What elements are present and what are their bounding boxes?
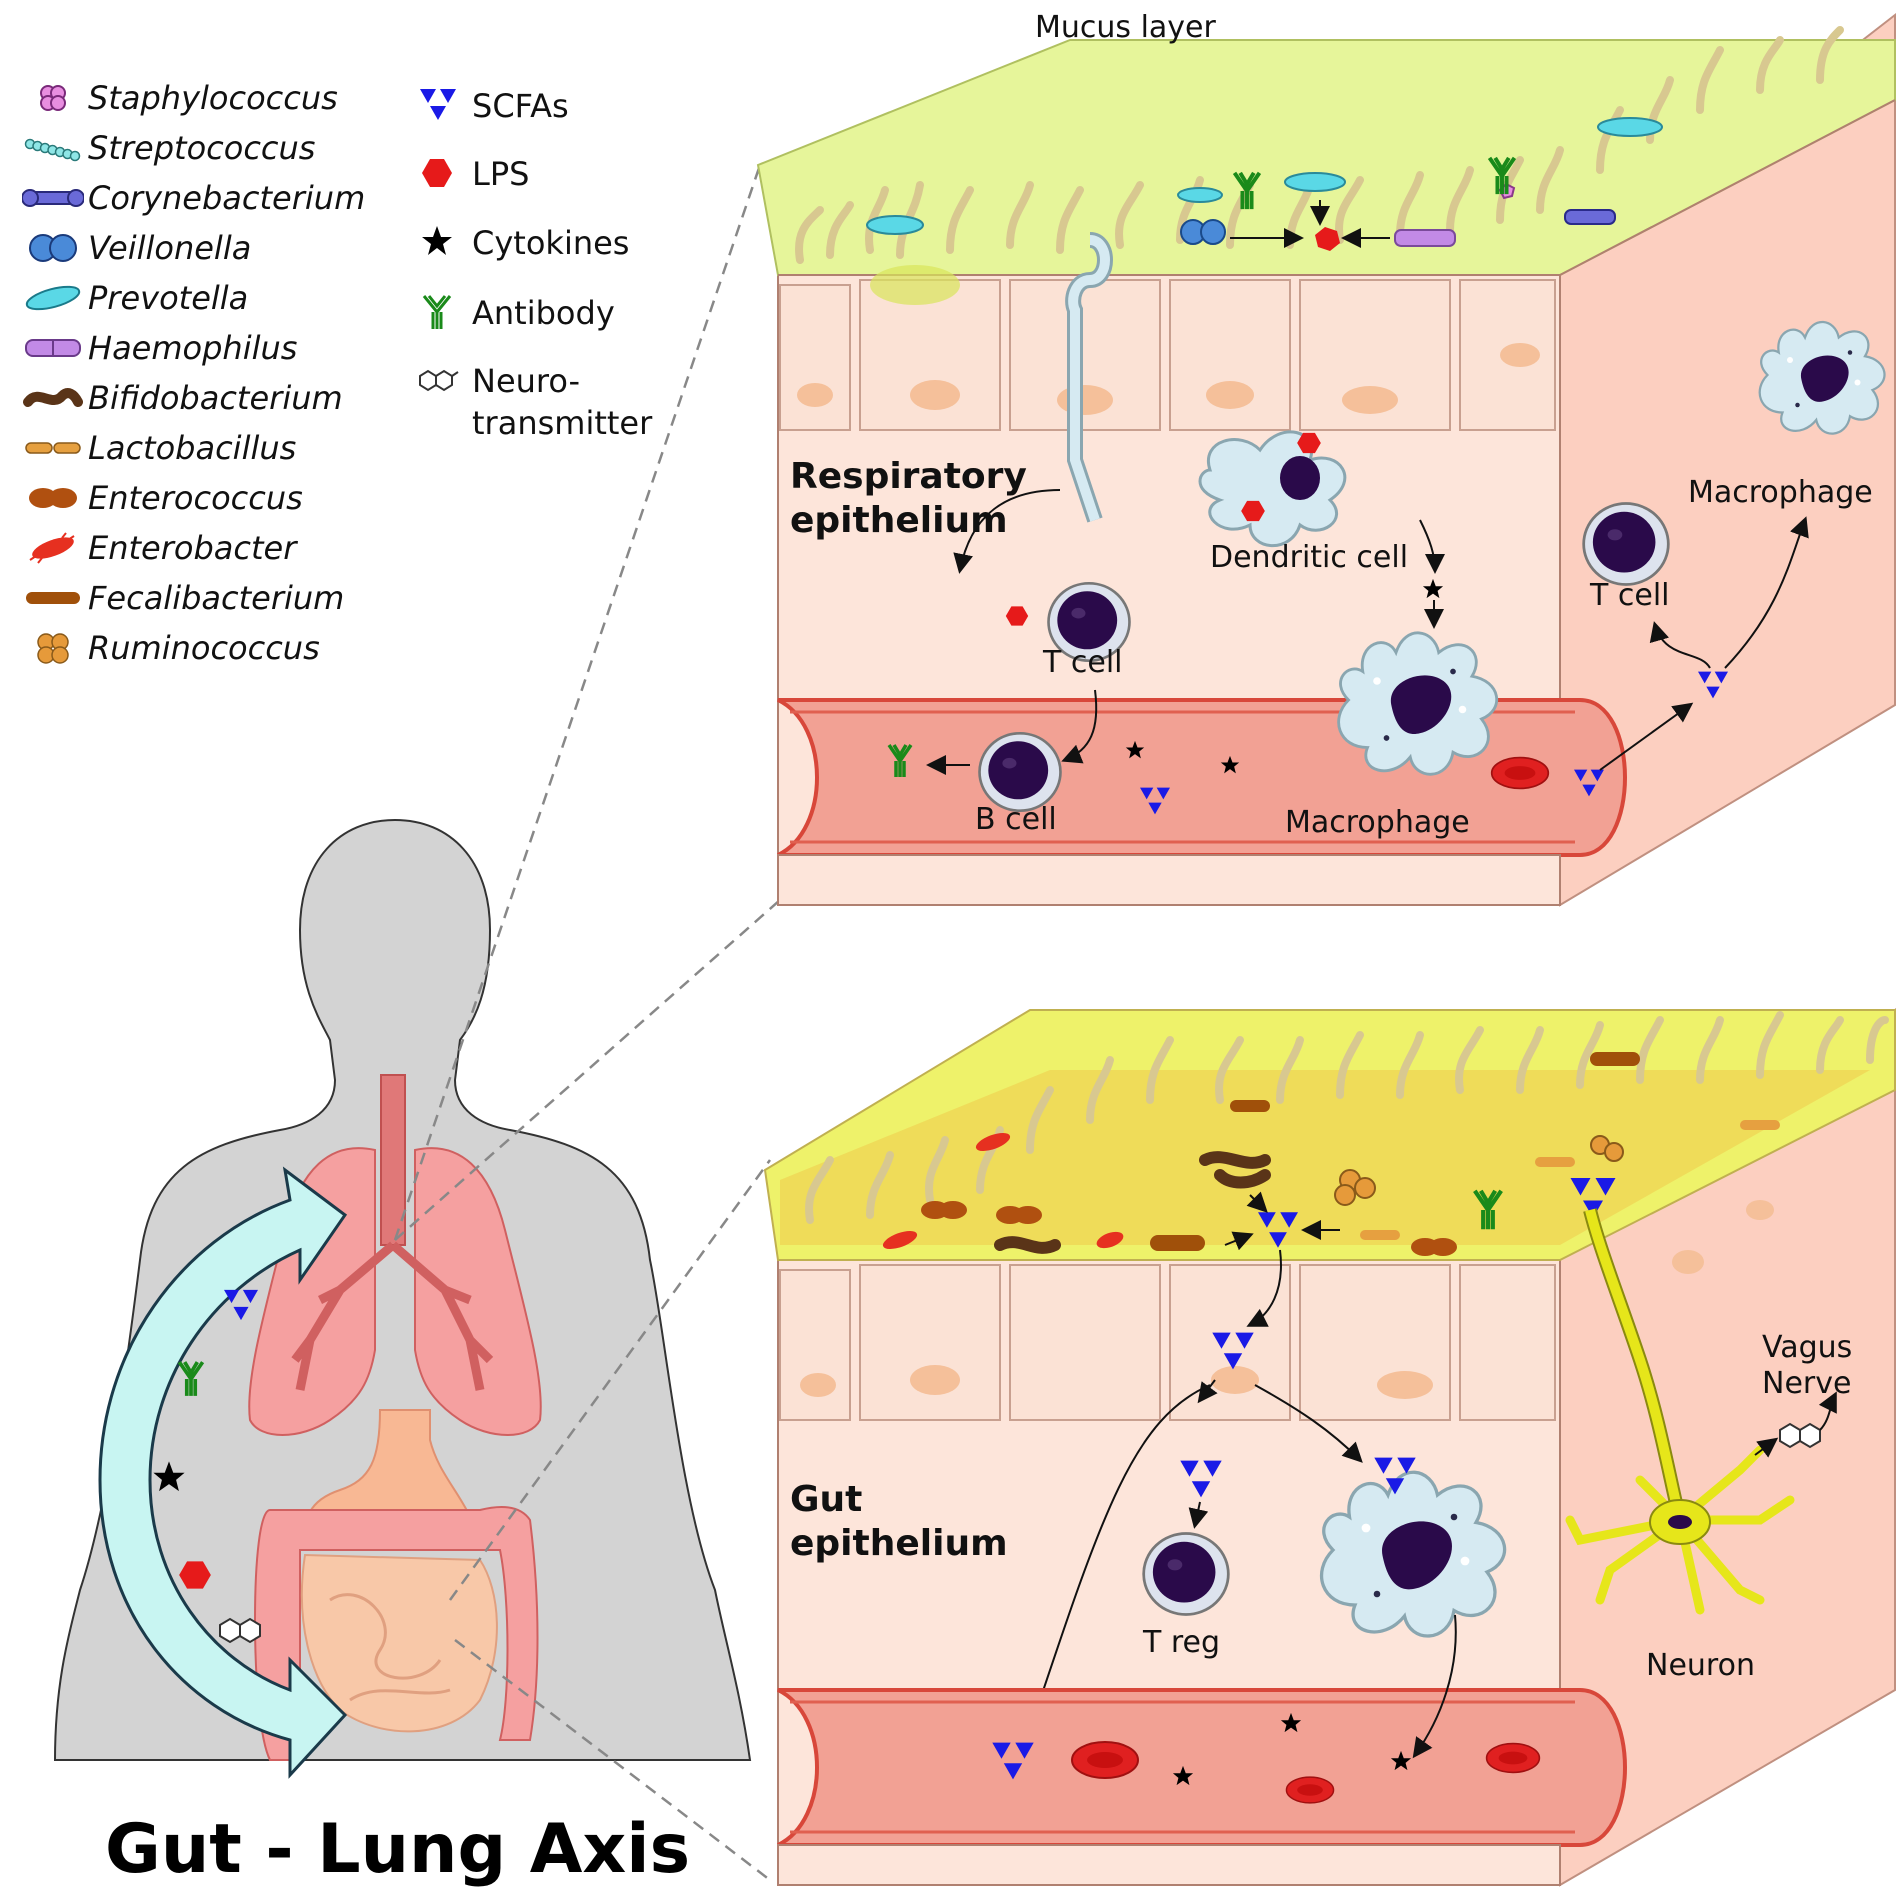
legend-label: Antibody [472,292,615,334]
figure-title: Gut - Lung Axis [105,1810,691,1889]
legend-label: Enterobacter [88,529,297,567]
neuron-shape [1565,1208,1795,1615]
legend-label-line: LPS [472,155,530,193]
legend-label-line-2: transmitter [472,404,653,442]
gut-tissue-block [763,1008,1896,1887]
legend-item-bifidobacterium: Bifidobacterium [18,378,343,418]
legend-label: Enterococcus [88,479,303,517]
human-silhouette [53,818,752,1761]
legend-item-enterobacter: Enterobacter [18,528,296,568]
legend-item-lactobacillus: Lactobacillus [18,428,296,468]
lungs [248,1074,542,1436]
enterobacter-icon [18,528,88,568]
mucus-layer-label: Mucus layer [1035,10,1216,45]
legend-item-cytokines: Cytokines [402,222,629,264]
dendritic-cell-label: Dendritic cell [1210,540,1409,575]
vagus-label-1: Vagus [1762,1330,1853,1365]
neurotransmitter-icon [402,360,472,400]
antibody-icon [402,292,472,332]
lung-tissue-block [756,12,1896,907]
streptococcus-icon [18,128,88,168]
legend-item-ruminococcus: Ruminococcus [18,628,320,668]
legend-item-streptococcus: Streptococcus [18,128,315,168]
gut-lung-curved-arrow [98,1166,348,1779]
lung-macrophage-label: Macrophage [1285,805,1470,840]
side-t-cell-label: T cell [1590,578,1670,613]
legend-label-line: SCFAs [472,87,569,125]
lactobacillus-icon [18,428,88,468]
legend-item-neuro: Neuro-transmitter [402,360,652,444]
b-cell-label: B cell [975,802,1057,837]
neuron-label: Neuron [1646,1648,1755,1683]
bifidobacterium-icon [18,378,88,418]
legend-label: Cytokines [472,222,629,264]
haemophilus-icon [18,328,88,368]
legend-label: Lactobacillus [88,429,297,467]
lung-t-cell-label: T cell [1043,645,1123,680]
legend-label: Neuro-transmitter [472,360,652,444]
zoom-lines [393,164,781,1881]
cytokine-icon [402,222,472,262]
legend-item-lps: LPS [402,153,529,195]
prevotella-icon [18,278,88,318]
legend-item-fecalibacterium: Fecalibacterium [18,578,344,618]
digestive-tract [253,1409,539,1761]
legend-item-prevotella: Prevotella [18,278,248,318]
legend-item-corynebacterium: Corynebacterium [18,178,365,218]
legend-label: Streptococcus [88,129,316,167]
lps-icon [402,153,472,193]
legend-label-line: Neuro- [472,362,581,400]
legend-item-scfas: SCFAs [402,85,569,127]
veillonella-icon [18,228,88,268]
legend-item-staphylococcus: Staphylococcus [18,78,338,118]
legend-label: Veillonella [88,229,252,267]
scfa-icon [402,85,472,125]
ruminococcus-icon [18,628,88,668]
legend-label: Prevotella [88,279,249,317]
legend-item-antibody: Antibody [402,292,615,334]
vagus-label-2: Nerve [1762,1366,1852,1401]
legend-item-enterococcus: Enterococcus [18,478,303,518]
legend-label: Corynebacterium [88,179,366,217]
side-macrophage-label: Macrophage [1688,475,1873,510]
respiratory-epithelium-label-2: epithelium [790,500,1008,541]
gut-epithelium-label-2: epithelium [790,1523,1008,1564]
legend-label-line: Antibody [472,294,615,332]
legend-label: Bifidobacterium [88,379,343,417]
legend-label: Fecalibacterium [88,579,345,617]
legend-label: Ruminococcus [88,629,320,667]
legend-item-veillonella: Veillonella [18,228,251,268]
fecalibacterium-icon [18,578,88,618]
gut-epithelium-label-1: Gut [790,1479,863,1520]
corynebacterium-icon [18,178,88,218]
dendritic-cell-shape [1198,430,1347,548]
staphylococcus-icon [18,78,88,118]
t-reg-label: T reg [1143,1625,1221,1660]
legend-label: LPS [472,153,529,195]
legend-label-line: Cytokines [472,224,630,262]
legend-label: Staphylococcus [88,79,338,117]
respiratory-epithelium-label-1: Respiratory [790,456,1027,497]
legend-label: Haemophilus [88,329,298,367]
legend-label: SCFAs [472,85,569,127]
enterococcus-icon [18,478,88,518]
legend-item-haemophilus: Haemophilus [18,328,297,368]
